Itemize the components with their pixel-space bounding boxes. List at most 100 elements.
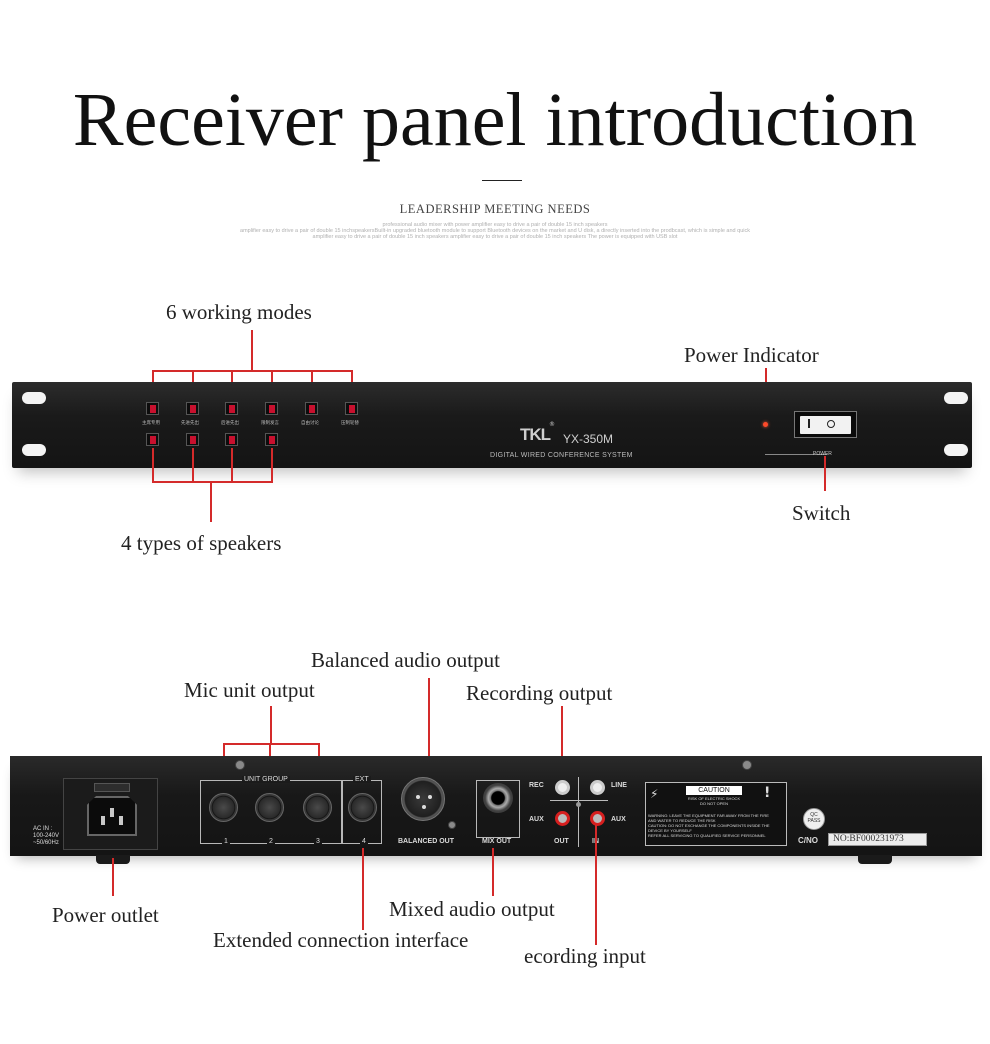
caution-text-line: REFER ALL SERVICING TO QUALIFIED SERVICE… (648, 833, 766, 838)
socket-pin (110, 808, 114, 817)
rec-out-rca-white[interactable] (555, 780, 570, 795)
rack-mount-hole (22, 392, 46, 404)
leader-line (428, 678, 430, 782)
xlr-pin (422, 805, 426, 809)
caution-title: CAUTION (698, 787, 730, 794)
leader-line (492, 848, 494, 896)
label-power-outlet: Power outlet (52, 903, 159, 927)
unit-group-label: UNIT GROUP (242, 776, 290, 783)
power-led-icon (763, 422, 768, 427)
label-recording-input: ecording input (524, 944, 646, 968)
port-number: 1 (222, 838, 230, 845)
power-rocker[interactable] (800, 416, 851, 434)
balanced-out-xlr[interactable] (401, 777, 445, 821)
cno-label: C/NO (798, 836, 818, 845)
caution-sub: RISK OF ELECTRIC SHOCK (687, 796, 741, 801)
label-speaker-types: 4 types of speakers (121, 531, 282, 555)
label-recording-output: Recording output (466, 681, 613, 705)
mode-button[interactable] (305, 402, 318, 415)
label-mixed-audio-output: Mixed audio output (389, 897, 555, 921)
mode-button[interactable] (186, 402, 199, 415)
label-balanced-audio-output: Balanced audio output (311, 648, 500, 672)
leader-line (362, 848, 364, 930)
caution-text-line: AND WATER TO REDUCE THE RISK (648, 818, 716, 823)
leader-line (251, 330, 253, 371)
fuse-holder-icon (94, 783, 130, 792)
socket-pin (101, 816, 105, 825)
mic-unit-port[interactable] (303, 793, 332, 822)
leader-bracket (223, 743, 320, 745)
fine-print-line: professional audio mixer with power ampl… (382, 222, 608, 228)
brand-logo: TKL (520, 425, 551, 444)
mix-out-jack[interactable] (483, 783, 513, 813)
ext-label: EXT (353, 776, 371, 783)
switch-off-mark-icon (827, 420, 835, 428)
power-label: POWER (813, 451, 832, 457)
caution-text-line: CAUTION: DO NOT EXCHANGE THE COMPONENTS … (648, 823, 770, 828)
label-working-modes: 6 working modes (166, 300, 312, 324)
leader-bracket (152, 481, 273, 483)
leader-line (595, 825, 597, 945)
caution-title-box (686, 786, 742, 795)
out-label: OUT (554, 838, 569, 845)
mode-label: 限制发言 (261, 421, 279, 426)
mode-button[interactable] (225, 402, 238, 415)
ac-in-line: AC IN : (33, 826, 53, 832)
label-power-indicator: Power Indicator (684, 343, 819, 367)
product-tagline: DIGITAL WIRED CONFERENCE SYSTEM (490, 452, 633, 459)
port-number: 3 (314, 838, 322, 845)
panel-foot (858, 855, 892, 864)
qc-text: QC (810, 812, 818, 818)
balanced-out-label: BALANCED OUT (398, 838, 454, 845)
ground-screw (576, 802, 581, 807)
leader-tick (231, 448, 233, 482)
speaker-button[interactable] (265, 433, 278, 446)
aux-in-rca-red[interactable] (590, 811, 605, 826)
rack-mount-hole (944, 444, 968, 456)
mix-out-frame (476, 780, 520, 838)
ac-in-line: 100-240V (33, 833, 60, 839)
fine-print-line: amplifier easy to drive a pair of double… (312, 234, 678, 240)
label-extended-interface: Extended connection interface (213, 928, 469, 952)
mode-label: 主席专用 (142, 421, 160, 426)
mode-label: 先进先出 (181, 421, 199, 426)
ext-port[interactable] (348, 793, 377, 822)
mode-button[interactable] (345, 402, 358, 415)
caution-sub: DO NOT OPEN (700, 801, 728, 806)
aux-right-label: AUX (611, 816, 626, 823)
panel-screw (742, 760, 752, 770)
page-subtitle: LEADERSHIP MEETING NEEDS (399, 202, 591, 216)
panel-screw (235, 760, 245, 770)
rack-mount-hole (944, 392, 968, 404)
leader-tick (271, 448, 273, 482)
registered-mark: ® (549, 421, 555, 428)
mix-out-label: MIX OUT (482, 838, 512, 845)
mode-label: 后进先出 (221, 421, 239, 426)
caution-text-line: DEVICE BY YOURSELF (648, 828, 692, 833)
power-guide-line (765, 454, 827, 455)
leader-line (112, 858, 114, 896)
title-divider (482, 180, 522, 181)
rca-divider (578, 777, 579, 847)
xlr-pin (428, 795, 432, 799)
leader-bracket (152, 370, 353, 372)
leader-line (210, 481, 212, 522)
mode-button[interactable] (265, 402, 278, 415)
leader-line (561, 706, 563, 778)
mode-button[interactable] (146, 402, 159, 415)
switch-on-mark-icon (808, 419, 810, 428)
speaker-button[interactable] (225, 433, 238, 446)
speaker-button[interactable] (186, 433, 199, 446)
page-title: Receiver panel introduction (72, 78, 918, 162)
socket-pin (119, 816, 123, 825)
label-mic-unit-output: Mic unit output (184, 678, 315, 702)
line-in-rca-white[interactable] (590, 780, 605, 795)
speaker-button[interactable] (146, 433, 159, 446)
ac-in-line: ~50/60Hz (33, 840, 59, 846)
mic-unit-port[interactable] (209, 793, 238, 822)
mic-unit-port[interactable] (255, 793, 284, 822)
exclamation-icon: ! (764, 785, 771, 801)
xlr-pin (416, 795, 420, 799)
aux-out-rca-red[interactable] (555, 811, 570, 826)
